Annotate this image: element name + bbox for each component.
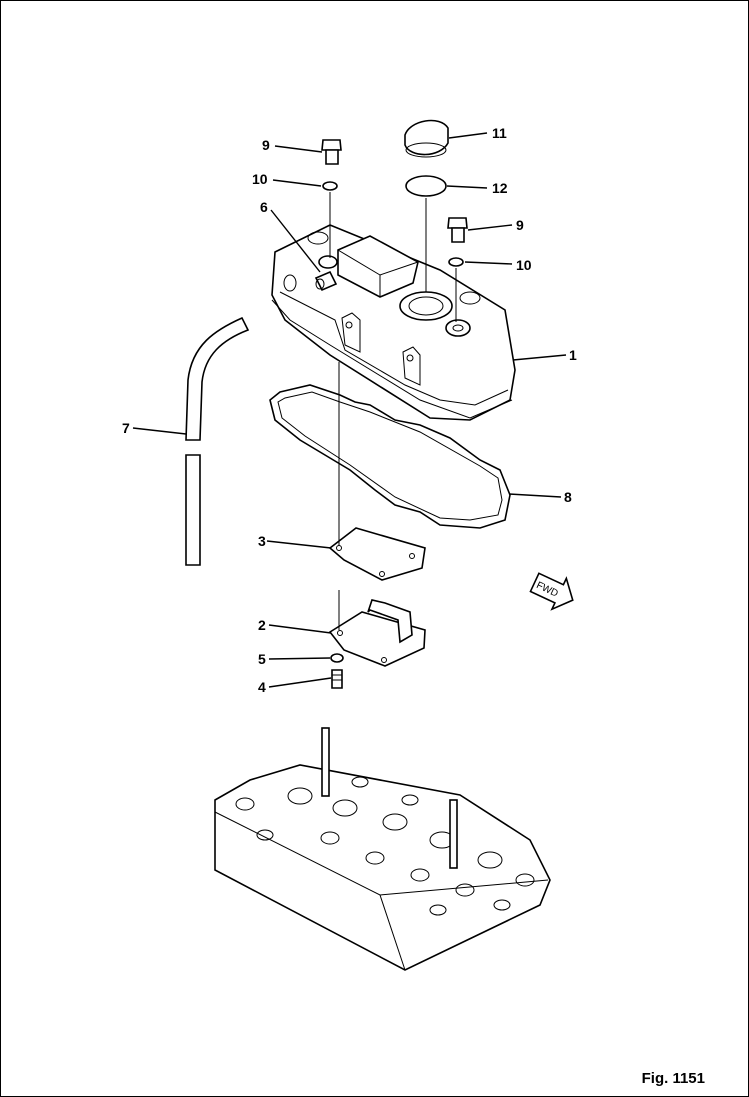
callout-10-right: 10 [516, 257, 532, 273]
plug-part-9-left [321, 139, 342, 165]
callout-7: 7 [122, 420, 130, 436]
forward-direction-indicator: FWD [529, 572, 574, 611]
valve-cover-gasket [269, 384, 511, 529]
leader-lines [132, 132, 567, 688]
oring-part-10-left [322, 181, 338, 191]
plate-gasket [328, 527, 426, 581]
washer-part-5 [330, 653, 344, 663]
oring-part-12 [405, 175, 447, 197]
callout-9-right: 9 [516, 217, 524, 233]
callout-3: 3 [258, 533, 266, 549]
callout-9-left: 9 [262, 137, 270, 153]
callout-8: 8 [564, 489, 572, 505]
callout-11: 11 [492, 125, 507, 141]
baffle-plate [328, 599, 426, 667]
callout-10-left: 10 [252, 171, 268, 187]
callout-12: 12 [492, 180, 508, 196]
valve-cover [271, 224, 516, 421]
callouts: 9 10 6 11 12 9 10 1 8 7 3 2 5 4 [122, 125, 577, 695]
callout-5: 5 [258, 651, 266, 667]
figure-number: Fig. 1151 [641, 1070, 705, 1087]
callout-6: 6 [260, 199, 268, 215]
breather-hose [185, 316, 250, 566]
plug-part-9-right [447, 217, 468, 243]
assembly-lines [329, 192, 457, 630]
oring-part-10-right [448, 257, 464, 267]
callout-2: 2 [258, 617, 266, 633]
callout-4: 4 [258, 679, 266, 695]
callout-1: 1 [569, 347, 577, 363]
cylinder-head [214, 727, 551, 971]
bolt-part-4 [331, 669, 343, 689]
oil-filler-cap-part-11 [404, 119, 449, 158]
